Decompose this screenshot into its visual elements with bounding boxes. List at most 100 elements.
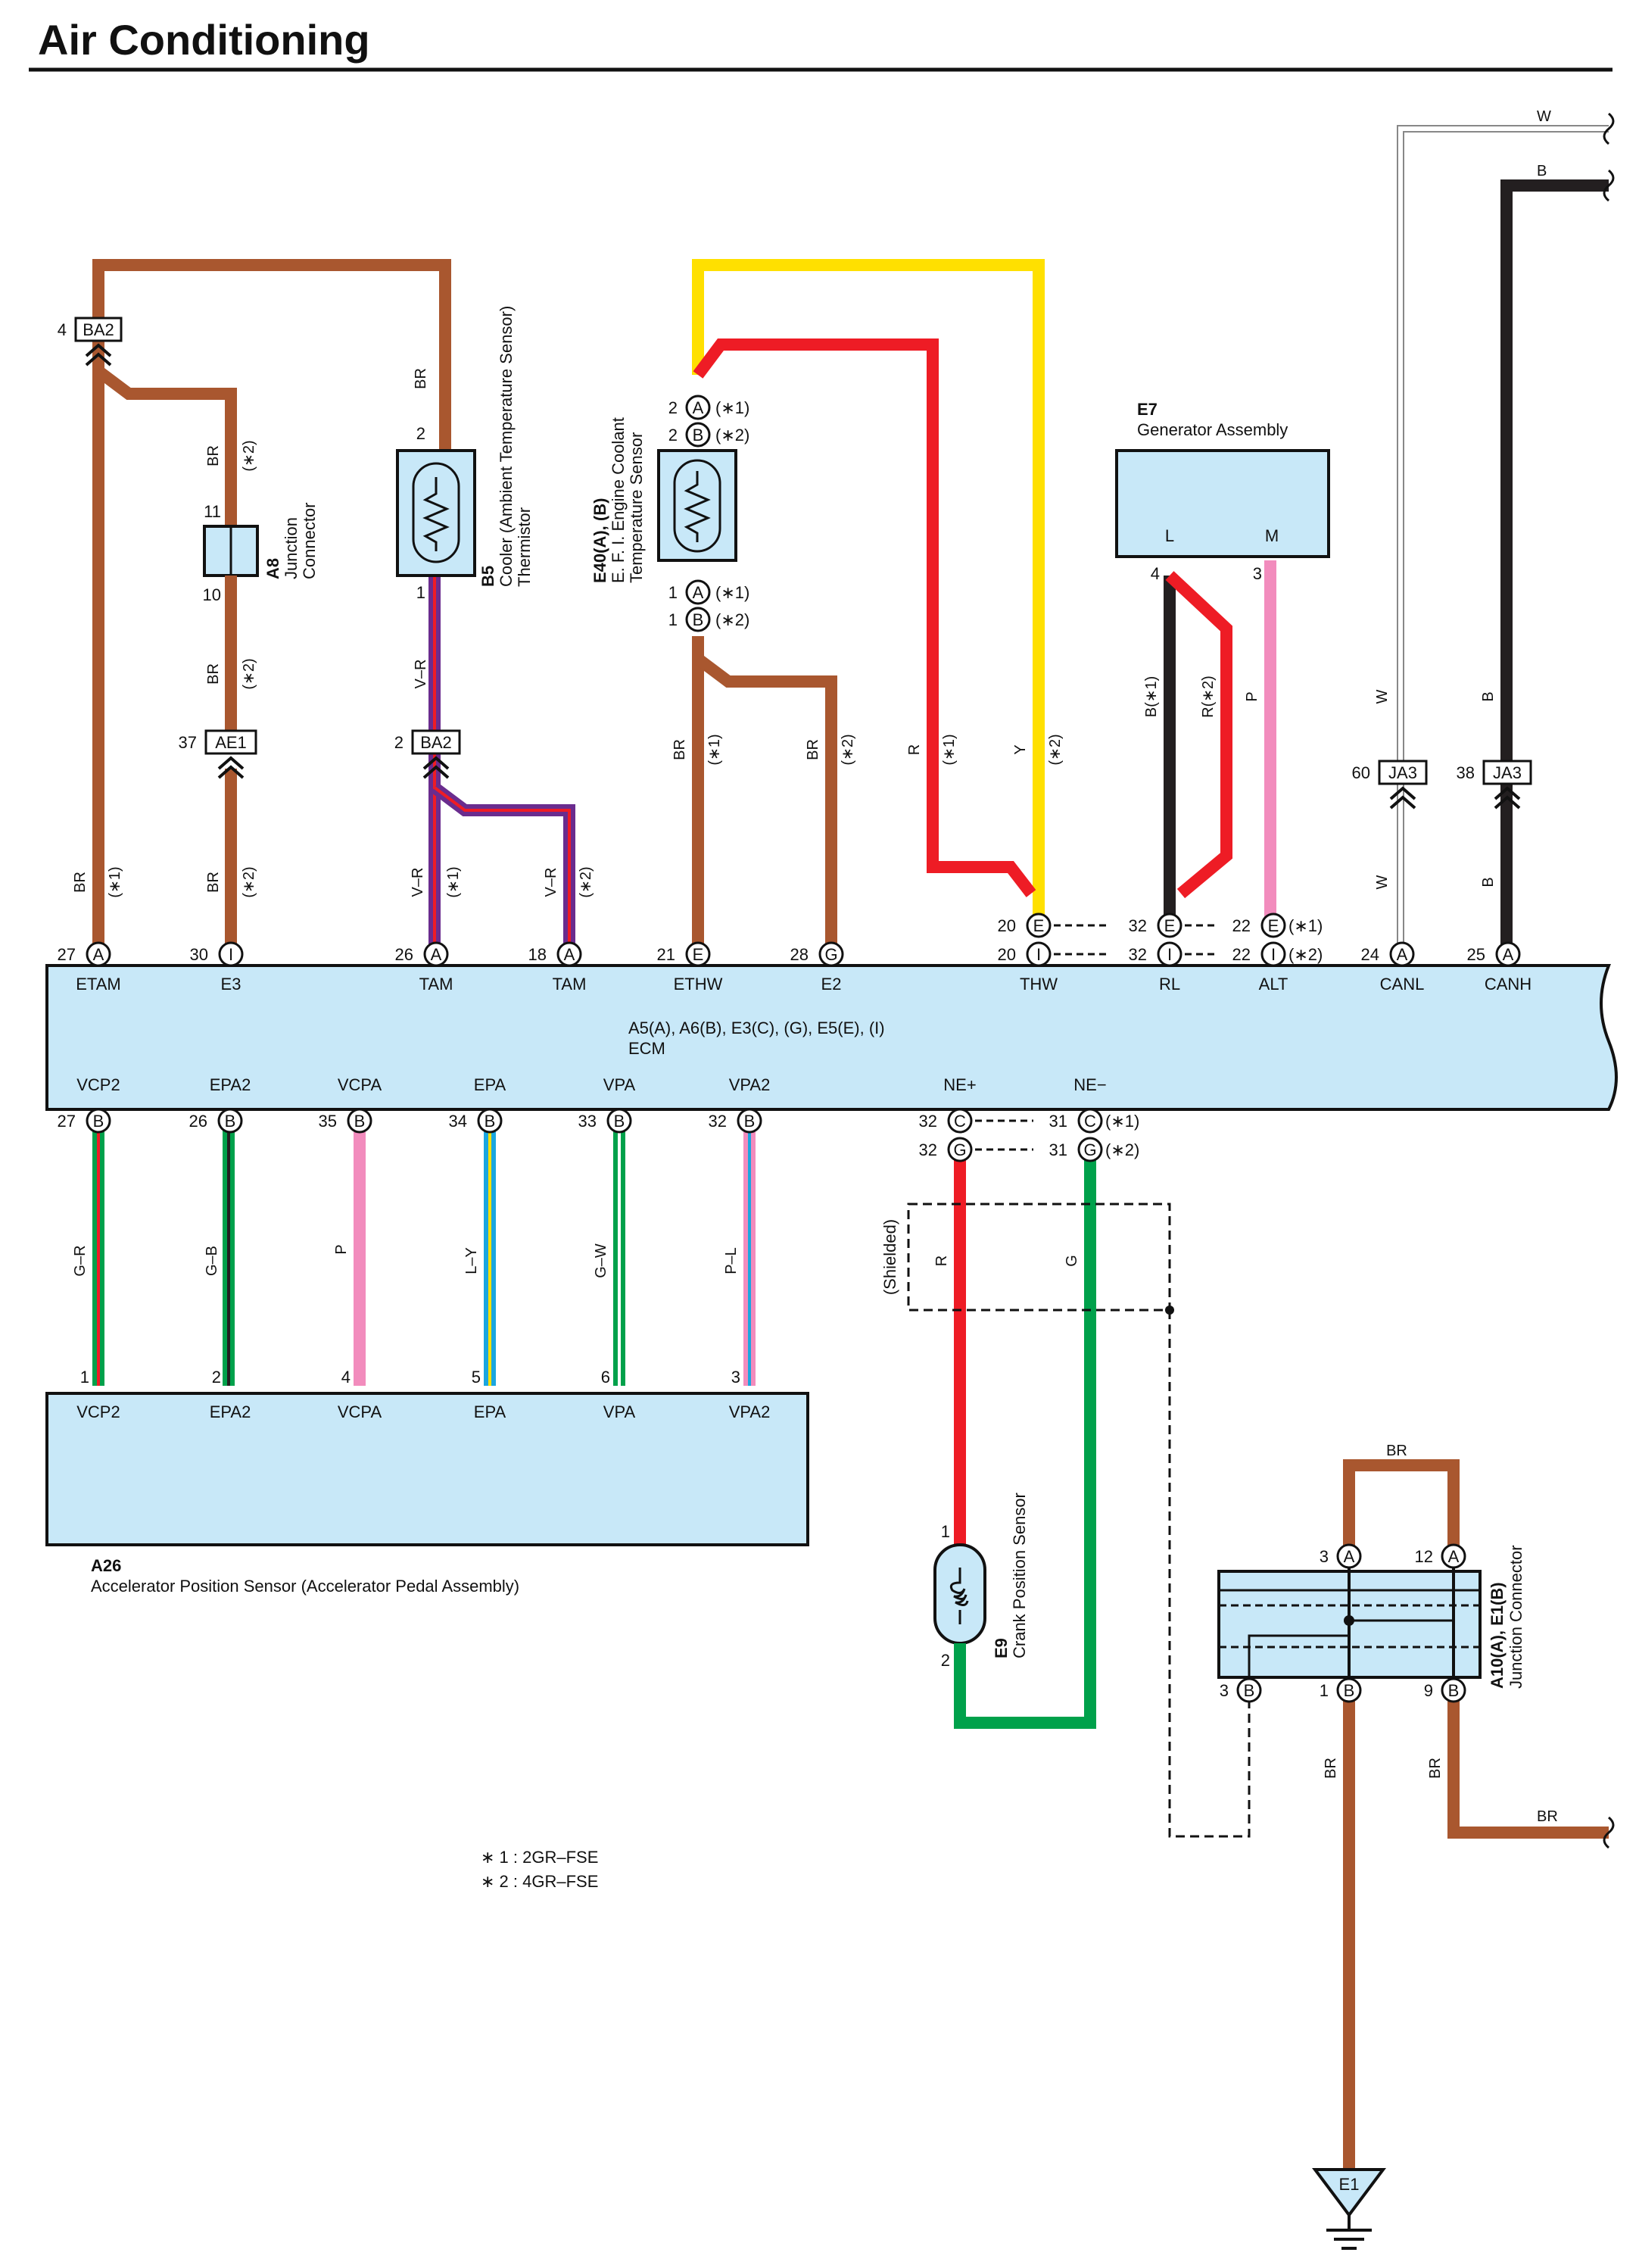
svg-text:(∗2): (∗2) [715,610,749,629]
svg-text:27: 27 [58,1112,76,1131]
svg-text:L–Y: L–Y [463,1247,480,1274]
svg-text:V–R: V–R [413,660,429,689]
ground-e1: E1 [1312,2168,1386,2250]
ecm-bottom-terminals: VCP2 EPA2 VCPA EPA VPA VPA2 NE+ NE− [76,1075,1106,1094]
svg-text:I: I [1271,945,1276,964]
ecm-connector-ids: A5(A), A6(B), E3(C), (G), E5(E), (I) [628,1019,885,1037]
svg-text:E2: E2 [821,975,842,994]
shield-junction-dot [1165,1306,1174,1315]
svg-text:(∗1): (∗1) [715,398,749,417]
svg-text:G: G [1064,1255,1080,1267]
svg-text:(∗1): (∗1) [941,734,958,765]
svg-text:2: 2 [941,1651,950,1670]
pin-22-i: I 22 (∗2) [1232,941,1323,967]
svg-text:Junction Connector: Junction Connector [1507,1545,1525,1689]
svg-text:R: R [906,744,923,755]
svg-text:25: 25 [1467,945,1485,964]
svg-text:A: A [1448,1547,1460,1566]
svg-text:(∗1): (∗1) [445,866,462,897]
wire-e3-br [95,366,237,954]
a26-box [45,1392,809,1546]
svg-text:E7: E7 [1137,400,1158,419]
svg-text:BA2: BA2 [420,733,452,752]
svg-text:20: 20 [998,916,1016,935]
svg-text:M: M [1265,526,1279,545]
svg-text:30: 30 [190,945,208,964]
svg-text:12: 12 [1415,1547,1433,1566]
svg-text:(∗1): (∗1) [1288,916,1323,935]
pin-27-a: A 27 [58,941,111,967]
svg-text:E: E [1268,916,1279,935]
svg-text:27: 27 [58,945,76,964]
svg-text:BR: BR [205,663,222,685]
connector-ja3-canh: JA3 38 [1457,760,1532,810]
svg-text:1: 1 [668,583,678,602]
svg-text:V–R: V–R [543,868,559,897]
ecm-box [45,964,1618,1111]
wire-a10-br-out [1447,1696,1609,1839]
svg-text:24: 24 [1361,945,1379,964]
svg-text:E: E [1164,916,1176,935]
svg-text:B: B [693,610,704,629]
svg-text:37: 37 [179,733,197,752]
shield-lines [907,1203,1251,1838]
svg-text:G–W: G–W [593,1243,609,1278]
svg-text:1: 1 [1320,1681,1329,1700]
svg-text:BR: BR [1427,1758,1444,1779]
svg-text:A: A [1397,945,1408,964]
pin-32-g: G 32 [919,1137,973,1162]
pin-22-e: E 22 (∗1) [1232,913,1323,938]
svg-text:E1: E1 [1339,2175,1360,2194]
svg-text:W: W [1537,108,1551,125]
e7-generator-assembly: E7 Generator Assembly L M 4 3 [1115,400,1330,583]
wires [92,125,1609,2170]
svg-text:A: A [693,398,704,417]
pin-24-a: A 24 [1361,941,1415,967]
svg-text:10: 10 [203,585,221,604]
svg-text:BR: BR [671,739,688,760]
notes: ∗ 1 : 2GR–FSE ∗ 2 : 4GR–FSE [481,1848,598,1891]
svg-text:5: 5 [472,1368,481,1387]
wire-etam-br [92,259,451,954]
svg-text:Temperature Sensor: Temperature Sensor [627,432,646,583]
svg-text:BR: BR [805,739,821,760]
a10-wire-labels: BR BR BR BR [1323,1443,1558,1825]
pin-28-g: G 28 [790,941,844,967]
svg-text:BR: BR [1386,1443,1407,1459]
svg-text:A8: A8 [263,558,282,579]
connector-ba2-top: BA2 4 [58,317,123,367]
svg-text:JA3: JA3 [1493,763,1522,782]
svg-text:G–R: G–R [72,1245,89,1276]
pin-31-g: G 31 (∗2) [1049,1137,1139,1162]
ecm-top-pins: A 27 I 30 A 26 A 18 E 21 G 28 [58,913,1521,967]
alternate-dashes [975,924,1215,1151]
svg-text:A: A [1344,1547,1355,1566]
svg-text:4: 4 [58,320,67,339]
svg-text:V–R: V–R [410,868,426,897]
svg-text:3: 3 [1320,1547,1329,1566]
svg-text:3: 3 [1253,564,1262,583]
svg-text:P–L: P–L [723,1247,740,1274]
svg-text:AE1: AE1 [215,733,247,752]
svg-text:EPA2: EPA2 [210,1402,251,1421]
svg-text:A: A [431,945,442,964]
svg-text:32: 32 [1129,945,1147,964]
pin-27-b: B 27 [58,1108,111,1134]
e9-crank-position-sensor: 1 2 E9 Crank Position Sensor [933,1493,1029,1670]
svg-text:4: 4 [341,1368,351,1387]
svg-text:BR: BR [1323,1758,1339,1779]
svg-text:32: 32 [919,1140,937,1159]
svg-text:3: 3 [731,1368,740,1387]
svg-text:2: 2 [394,733,404,752]
svg-text:26: 26 [189,1112,207,1131]
svg-text:B: B [1344,1681,1355,1700]
svg-text:A: A [564,945,575,964]
svg-text:E9: E9 [992,1638,1011,1658]
svg-text:2: 2 [212,1368,221,1387]
resistor-icon [422,477,450,551]
pin-32-c: C 32 [919,1108,973,1134]
svg-text:1: 1 [80,1368,89,1387]
svg-text:Junction: Junction [282,517,301,579]
svg-text:B: B [1537,163,1547,179]
